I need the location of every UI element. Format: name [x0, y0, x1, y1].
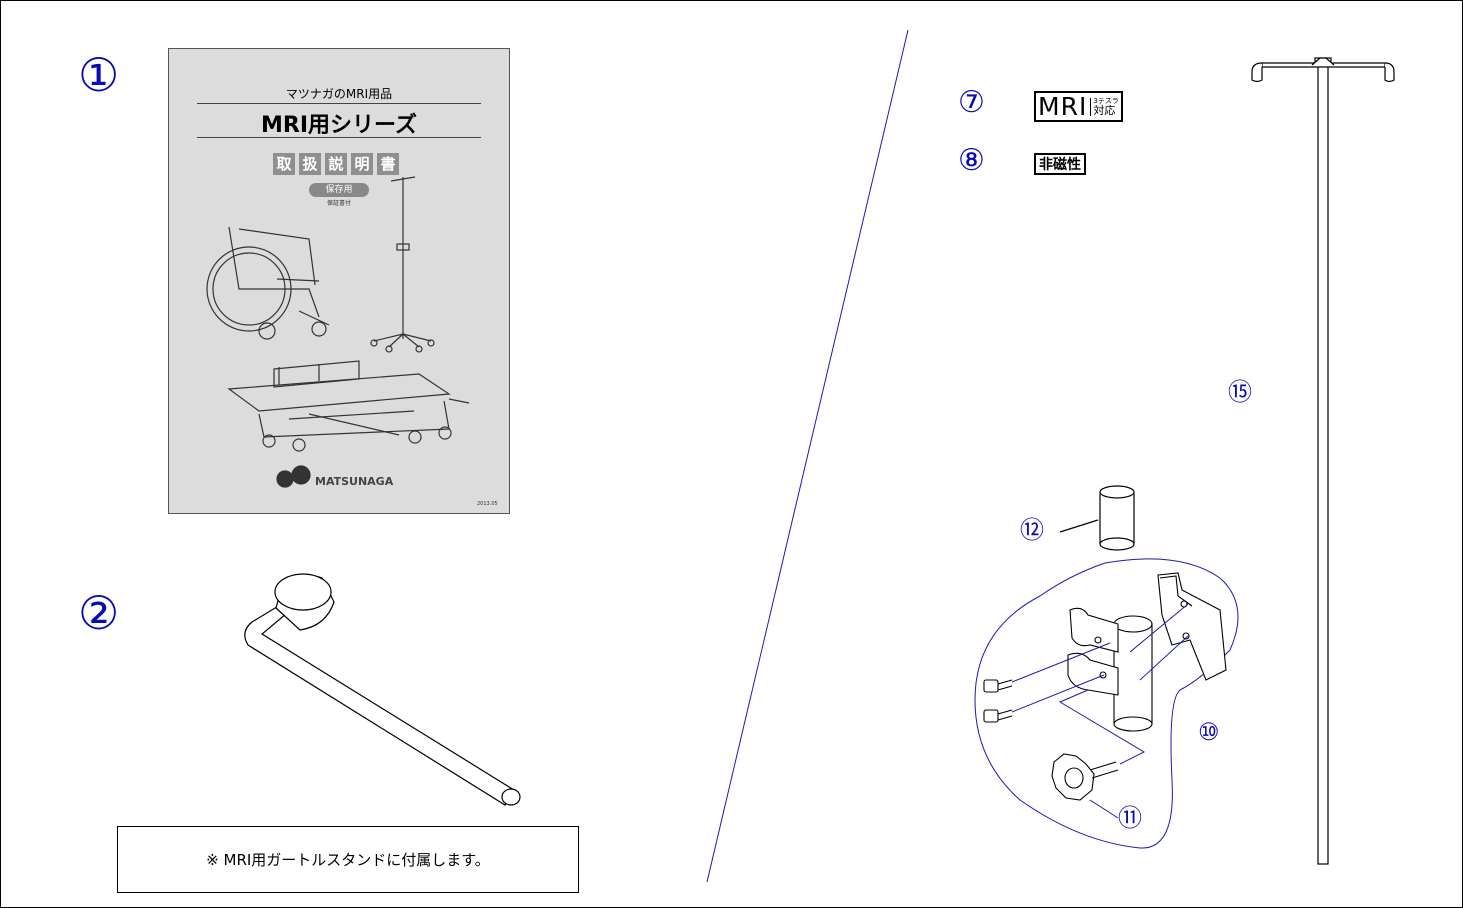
accessory-note: ※ MRI用ガートルスタンドに付属します。: [117, 826, 579, 893]
clamp-assembly-outline: [974, 558, 1239, 849]
manual-box-char: 明: [351, 153, 373, 175]
manual-title-boxes: 取 扱 説 明 書: [273, 153, 399, 175]
manual-rule-bottom: [197, 137, 481, 138]
manual-box-char: 書: [377, 153, 399, 175]
mri-mark-main: MRI: [1038, 92, 1088, 121]
iv-pole-drawing: [1251, 57, 1395, 865]
manual-brand: MATSUNAGA: [315, 475, 394, 488]
label-item-7: ⑦: [958, 85, 985, 120]
manual-subtitle: マツナガのMRI用品: [285, 87, 393, 101]
clamp-drawing: [983, 572, 1227, 801]
mri-mark-side: 3テスラ 対応: [1090, 96, 1119, 117]
manual-storage-badge: 保存用: [309, 183, 369, 197]
assembly-guide-lines: [1011, 603, 1189, 819]
manual-title: MRI用シリーズ: [261, 113, 417, 138]
label-item-8: ⑧: [958, 143, 985, 178]
manual-cover-image: マツナガのMRI用品 MRI用シリーズ 取 扱 説 明 書 保存用 保証書付: [168, 48, 510, 514]
label-item-10: ⑩: [1198, 718, 1220, 746]
label-item-15: ⑮: [1228, 378, 1252, 406]
manual-box-char: 取: [273, 153, 295, 175]
wrench-drawing: [244, 573, 521, 806]
manual-illustration: [206, 176, 470, 488]
manual-box-char: 説: [325, 153, 347, 175]
manual-storage-sub: 保証書付: [326, 200, 351, 207]
manual-code: 2013.05: [477, 501, 498, 507]
divider-line: [706, 29, 909, 883]
manual-rule-top: [197, 103, 481, 104]
label-item-2: ②: [78, 586, 120, 640]
mri-mark-tesla: 3テスラ: [1093, 96, 1119, 105]
label-item-1: ①: [78, 48, 120, 102]
label-item-12: ⑫: [1020, 516, 1044, 544]
mri-3tesla-mark: MRI 3テスラ 対応: [1034, 91, 1123, 122]
manual-box-char: 扱: [299, 153, 321, 175]
sleeve-drawing: [1059, 485, 1135, 551]
label-item-11: ⑪: [1118, 804, 1142, 832]
mri-mark-compat: 対応: [1093, 103, 1116, 117]
non-magnetic-mark: 非磁性: [1034, 153, 1086, 175]
